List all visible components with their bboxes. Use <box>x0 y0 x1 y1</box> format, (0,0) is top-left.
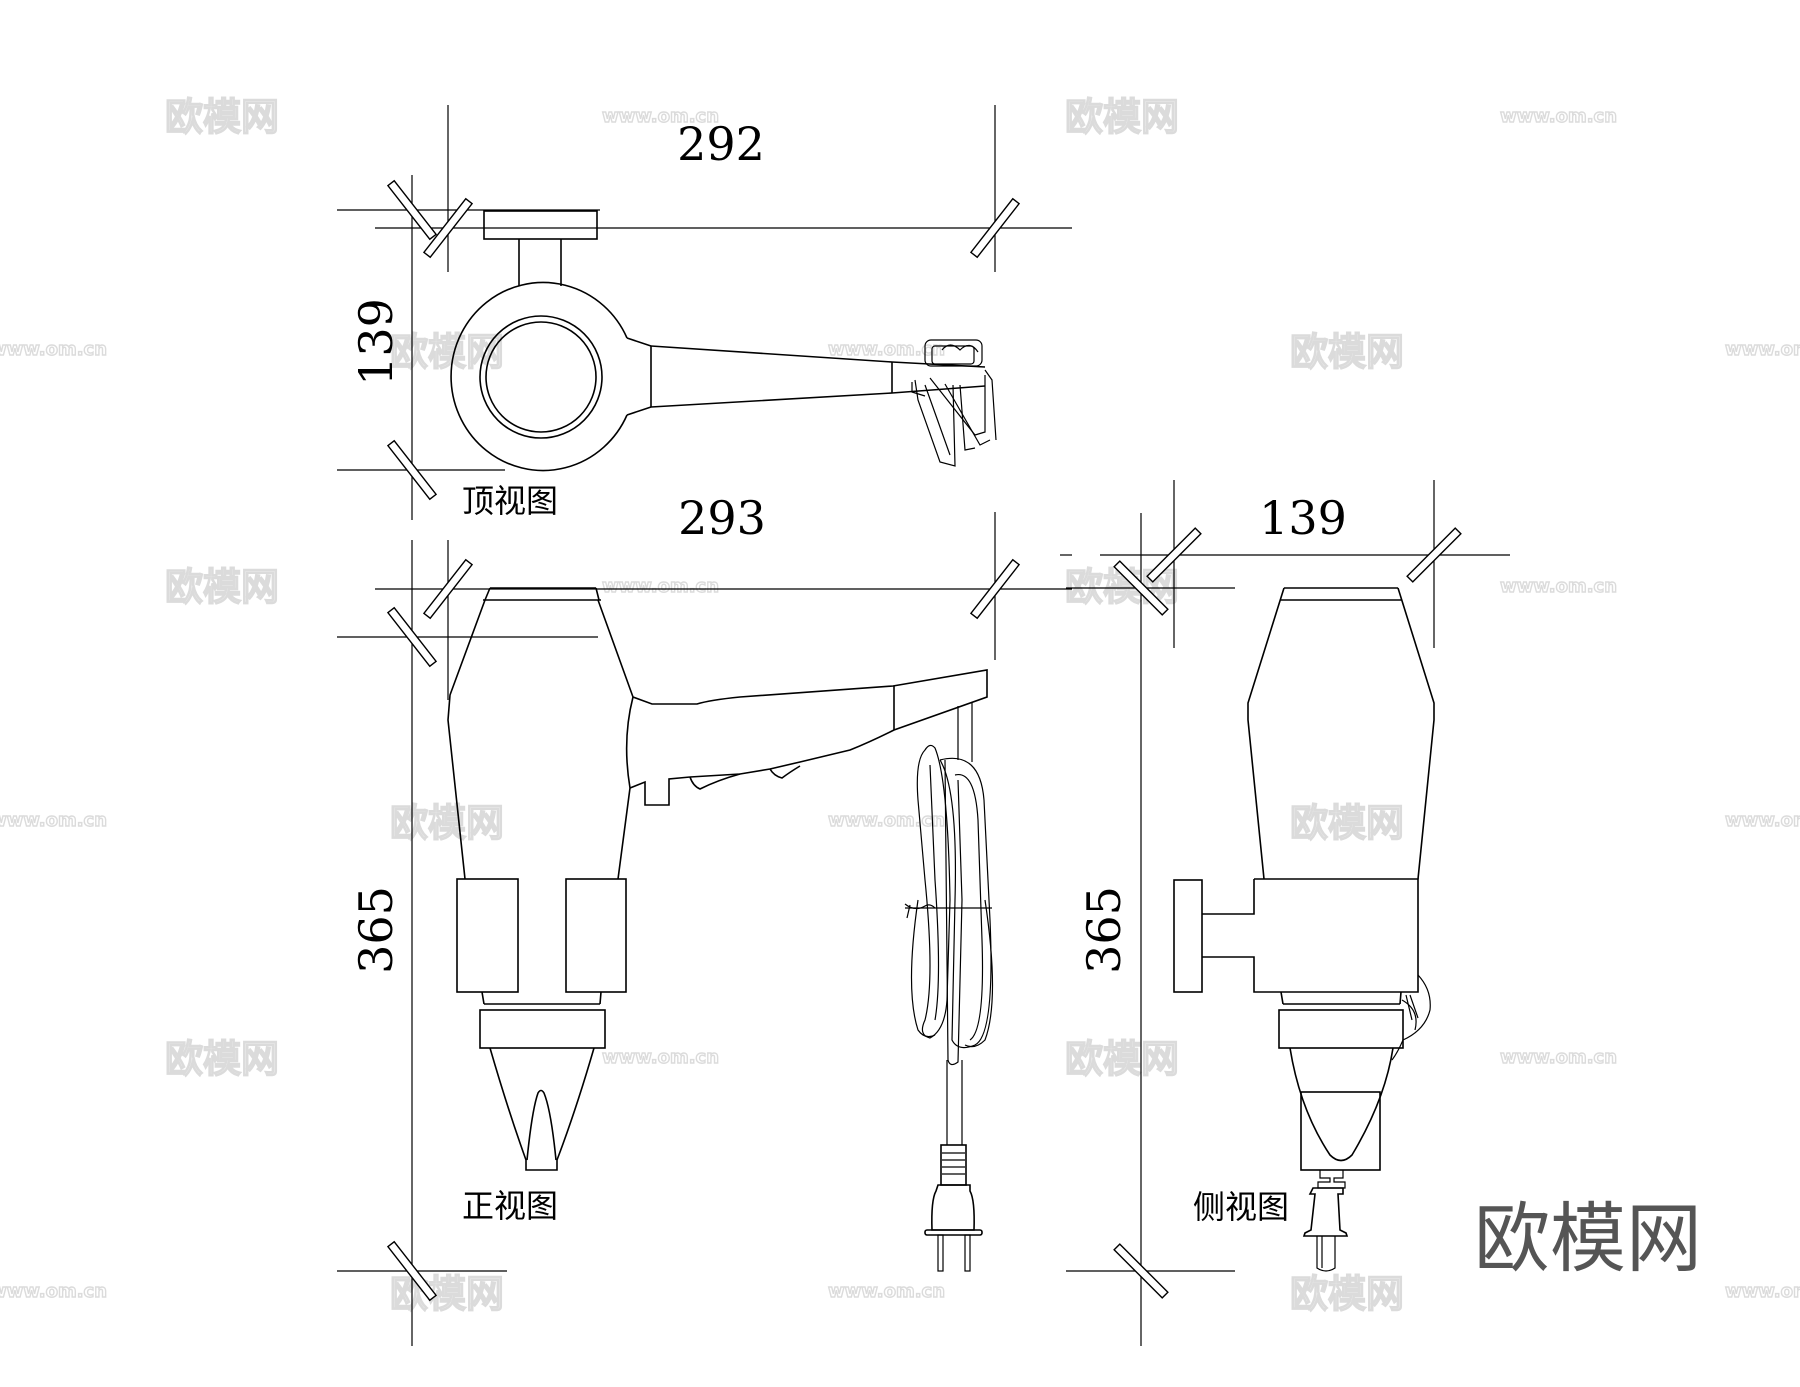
watermark-url: www.om.cn <box>1725 339 1800 360</box>
holder-block-left <box>456 878 519 993</box>
cord-wrap <box>1401 999 1417 1031</box>
front-view-dimensions: 293 365 <box>337 491 1072 1346</box>
watermark-text: 欧模网 <box>1065 95 1179 139</box>
watermark-text: 欧模网 <box>1290 330 1404 374</box>
watermark-url: www.om.cn <box>1725 1281 1800 1302</box>
wall-plate <box>1173 879 1203 993</box>
dimension-tick <box>1406 527 1462 583</box>
holder-collar <box>1202 878 1419 993</box>
nozzle-cone <box>489 1047 595 1171</box>
intake-ring-inner <box>485 321 597 433</box>
nozzle-neck <box>1280 991 1402 1005</box>
watermark-text: 欧模网 <box>390 1272 504 1316</box>
watermark-url: www.om.cn <box>0 339 107 360</box>
handle-switch <box>629 776 691 806</box>
watermark-url: www.om.cn <box>828 810 945 831</box>
cord-wrap <box>1405 994 1419 1021</box>
dimension-tick <box>386 1240 438 1302</box>
power-plug-side-icon <box>1302 1170 1349 1272</box>
watermark-text: 欧模网 <box>165 565 279 609</box>
dryer-rear-ring <box>450 281 628 472</box>
dimension-tick <box>386 439 438 501</box>
watermark-text: 欧模网 <box>390 801 504 845</box>
watermark-url: www.om.cn <box>602 106 719 127</box>
dimension-tick <box>386 606 438 668</box>
dryer-top-edge <box>595 587 600 601</box>
dryer-top-edge <box>484 587 491 601</box>
intake-ring-outer <box>479 315 603 439</box>
dimension-value-width: 139 <box>1259 491 1347 545</box>
grip-fin <box>689 773 741 790</box>
handle-joint <box>626 337 652 347</box>
dimension-tick <box>1146 527 1202 583</box>
view-label-top: 顶视图 <box>462 482 558 520</box>
watermark-url: www.om.cn <box>602 1047 719 1068</box>
dimension-tick <box>422 558 474 620</box>
dimension-value-height: 365 <box>1077 886 1131 974</box>
nozzle-slot <box>526 1089 557 1161</box>
watermark-text: 欧模网 <box>165 95 279 139</box>
dimension-tick <box>1113 1243 1169 1299</box>
dimension-value-height: 365 <box>349 886 403 974</box>
wall-plate <box>483 210 598 240</box>
watermark-url: www.om.cn <box>602 576 719 597</box>
nozzle-band <box>1278 1009 1404 1049</box>
view-label-side: 侧视图 <box>1193 1188 1289 1226</box>
side-view-dimensions: 139 365 <box>1060 480 1510 1346</box>
front-view: 293 365 正视图 <box>337 491 1072 1346</box>
dimension-value-width: 293 <box>678 491 766 545</box>
handle-grip-line <box>689 768 771 778</box>
dimension-tick <box>969 197 1021 259</box>
watermark-text: 欧模网 <box>1065 1037 1179 1081</box>
cord-wrap <box>1391 1039 1404 1061</box>
nozzle-cone <box>1289 1047 1394 1162</box>
handle-bottom-edge <box>650 385 986 408</box>
watermark-url: www.om.cn <box>0 1281 107 1302</box>
watermark-text: 欧模网 <box>165 1037 279 1081</box>
watermark-url: www.om.cn <box>828 339 945 360</box>
nozzle-neck <box>481 991 602 1005</box>
watermark-layer: 欧模网 www.om.cn 欧模网 www.om.cn www.om.cn 欧模… <box>0 94 1800 1316</box>
top-view-dimensions: 292 139 <box>337 105 1072 520</box>
brand-logo: 欧模网 <box>1474 1194 1702 1283</box>
dryer-body-right-edge <box>1397 587 1435 880</box>
dimension-tick <box>422 197 474 259</box>
power-plug-icon <box>924 1144 983 1272</box>
watermark-text: 欧模网 <box>1290 1272 1404 1316</box>
nozzle-box <box>1300 1091 1381 1171</box>
grip-fin <box>769 765 801 779</box>
view-label-front: 正视图 <box>462 1187 558 1225</box>
cord-wrap <box>1402 974 1431 1041</box>
dimension-tick <box>969 558 1021 620</box>
coiled-cord-icon <box>911 339 997 467</box>
top-view: 292 139 顶视图 <box>337 105 1072 520</box>
dimension-tick <box>1113 560 1169 616</box>
handle-outline <box>632 669 988 770</box>
dimension-value-width: 292 <box>677 117 765 171</box>
side-view: 139 365 侧视图 <box>1060 480 1510 1346</box>
watermark-url: www.om.cn <box>0 810 107 831</box>
dryer-body-left-edge <box>447 599 486 880</box>
watermark-url: www.om.cn <box>1500 576 1617 597</box>
watermark-url: www.om.cn <box>1500 1047 1617 1068</box>
watermark-text: 欧模网 <box>1290 801 1404 845</box>
dryer-body-right-edge <box>597 599 634 880</box>
dryer-body-left-edge <box>1247 587 1285 880</box>
watermark-url: www.om.cn <box>1500 106 1617 127</box>
nozzle-band <box>479 1009 606 1049</box>
handle-joint <box>626 406 652 416</box>
watermark-url: www.om.cn <box>828 1281 945 1302</box>
dimension-value-height: 139 <box>349 298 403 386</box>
power-cord-icon <box>904 744 994 1145</box>
watermark-url: www.om.cn <box>1725 810 1800 831</box>
dimension-tick <box>386 179 438 241</box>
holder-block-right <box>565 878 627 993</box>
